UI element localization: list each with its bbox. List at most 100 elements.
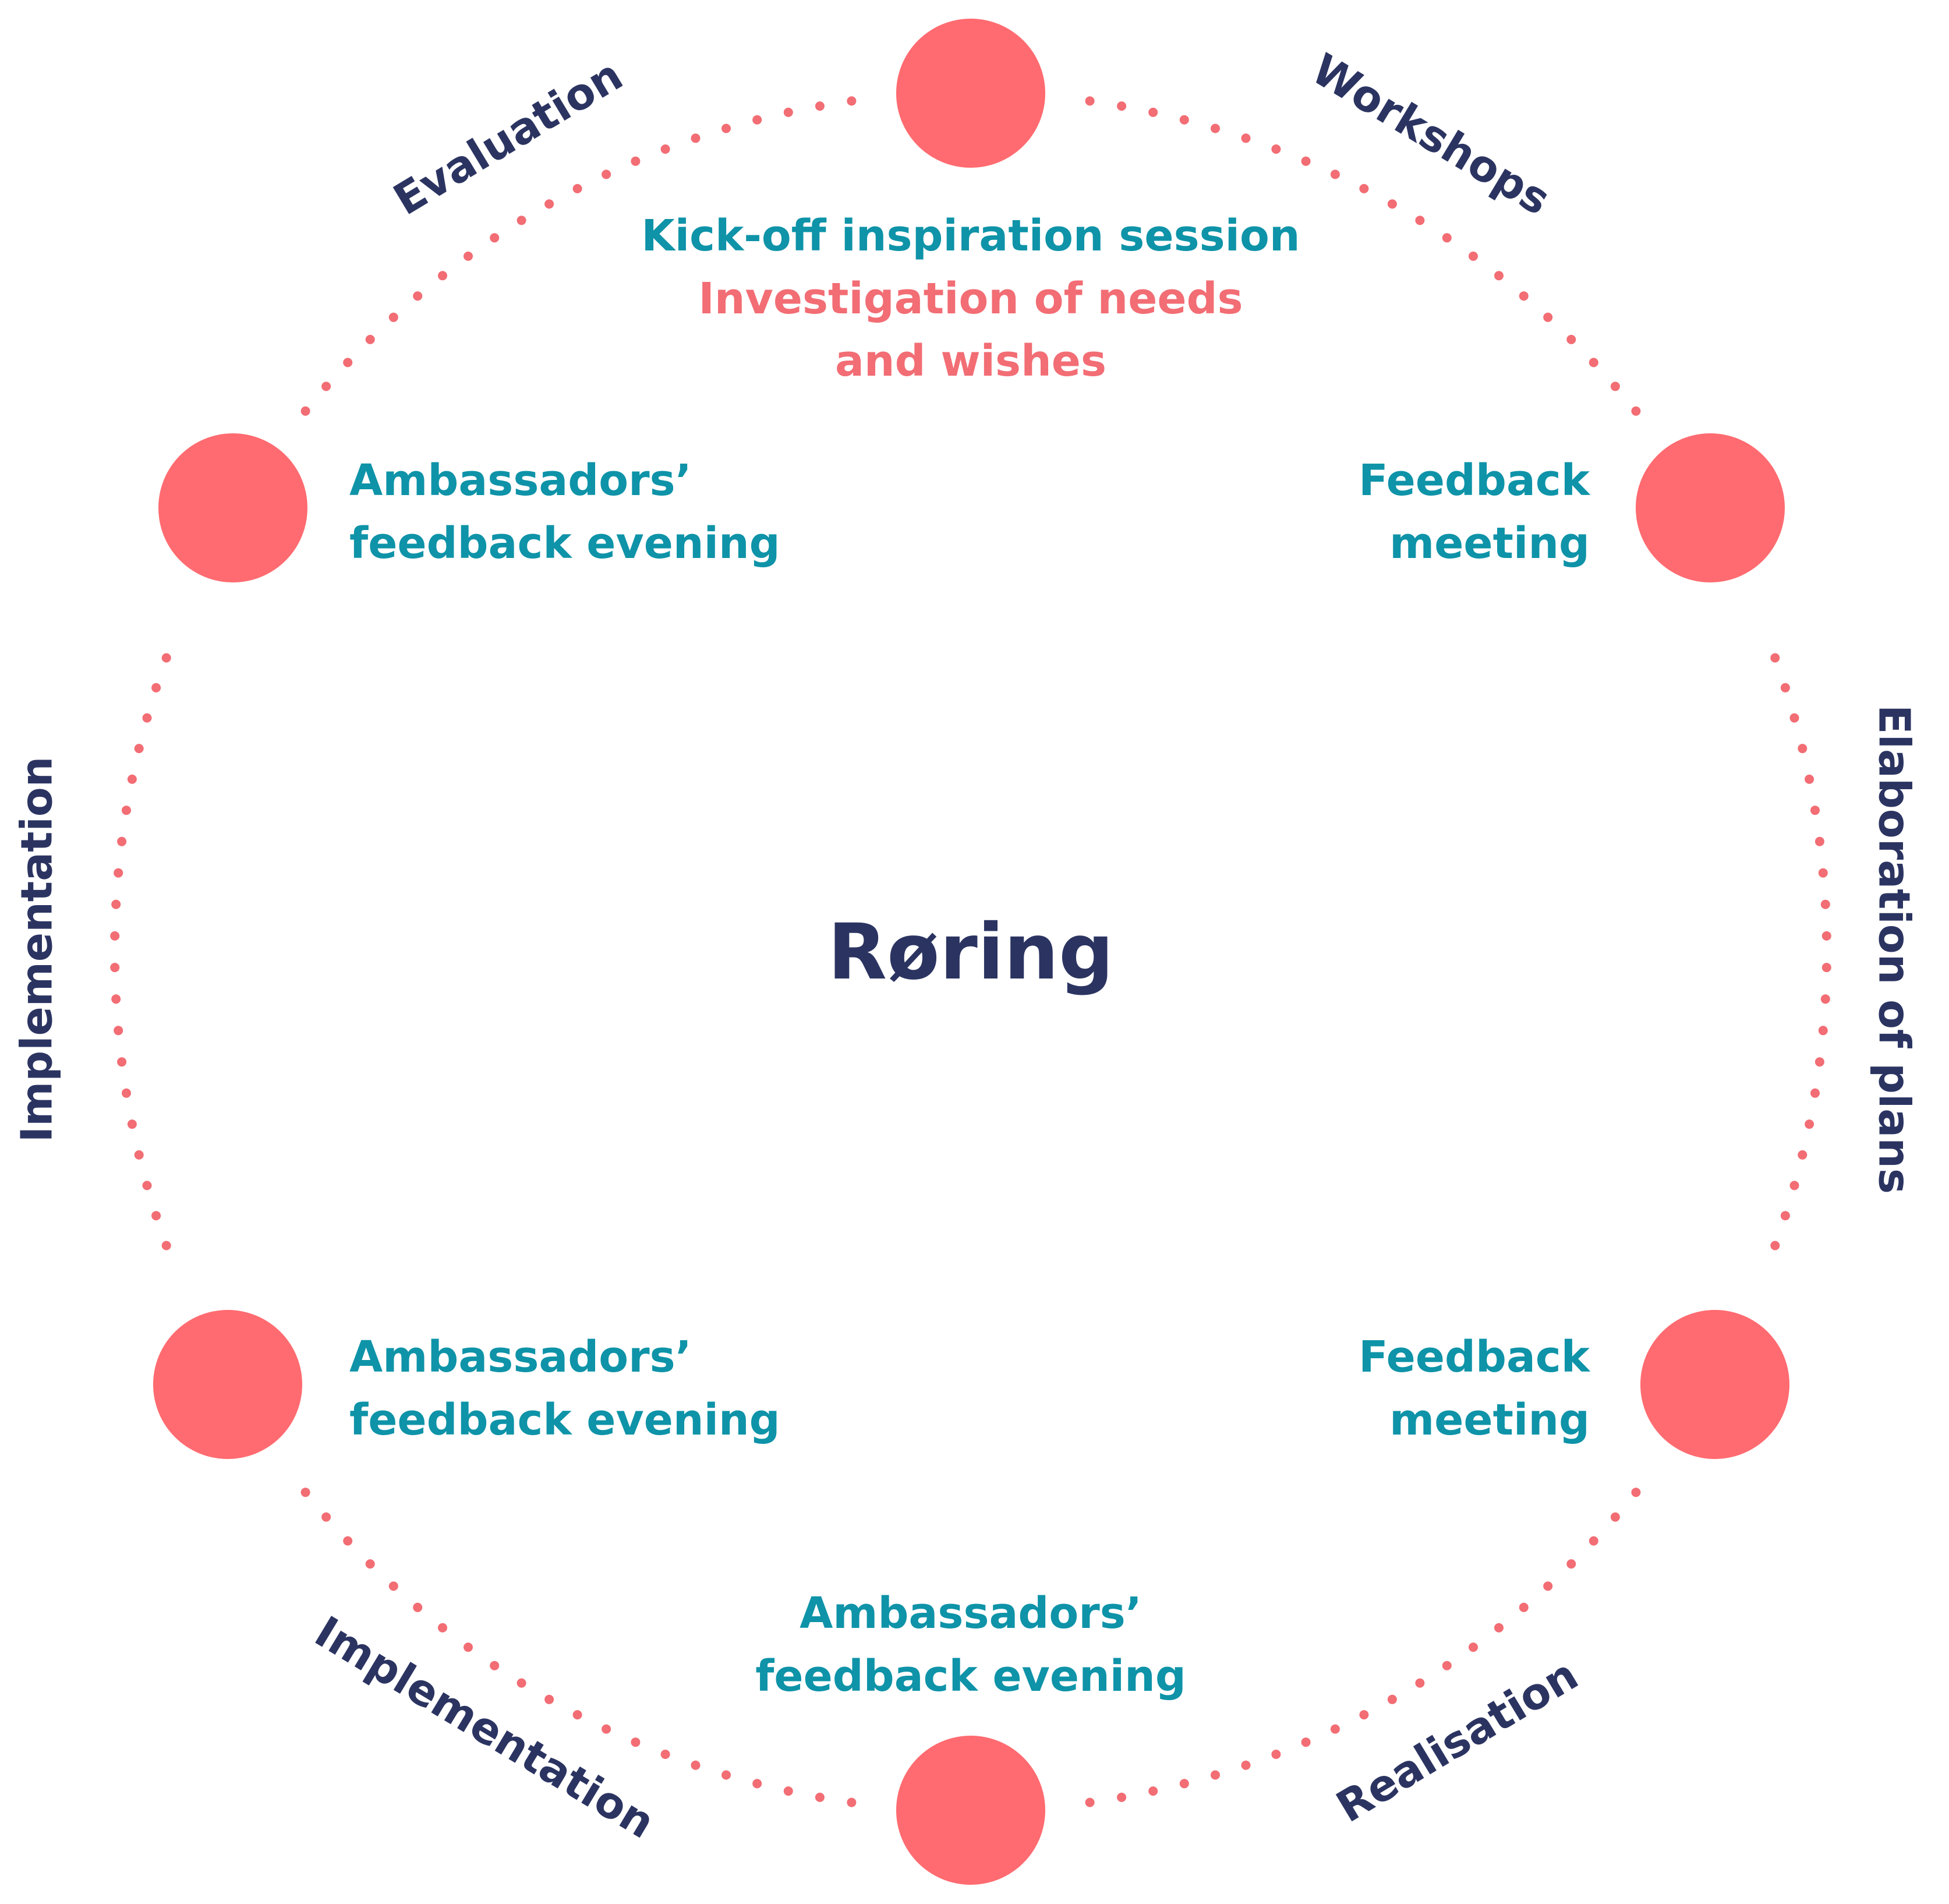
cycle-dot: [111, 899, 121, 909]
phase-realisation-label: Realisation: [1328, 1649, 1587, 1832]
cycle-dot: [631, 1737, 641, 1747]
cycle-dot: [660, 1750, 670, 1759]
cycle-dot: [1330, 1724, 1340, 1734]
cycle-dot: [544, 1694, 554, 1704]
cycle-dot: [815, 1792, 825, 1802]
cycle-dot: [365, 334, 375, 344]
node-bottom-left-circle: [153, 1310, 302, 1459]
cycle-dot: [752, 115, 762, 125]
cycle-dot: [1387, 1694, 1397, 1704]
cycle-dot: [660, 144, 670, 154]
cycle-dot: [1770, 1241, 1780, 1251]
cycle-dot: [1818, 868, 1828, 878]
cycle-dot: [1117, 101, 1127, 111]
cycle-dot: [1543, 1581, 1553, 1591]
cycle-dot: [1810, 806, 1820, 815]
feedback-label-line2: meeting: [1389, 518, 1590, 568]
cycle-dot: [343, 1536, 353, 1546]
cycle-dot: [1117, 1792, 1127, 1802]
cycle-dot: [114, 868, 123, 878]
cycle-dot: [161, 653, 171, 663]
cycle-dot: [721, 123, 731, 133]
cycle-dot: [783, 107, 793, 117]
cycle-dot: [111, 994, 121, 1004]
cycle-dot: [151, 683, 161, 693]
cycle-dot: [122, 1088, 131, 1098]
cycle-dot: [464, 251, 473, 261]
cycle-dot: [1610, 1512, 1620, 1522]
cycle-dot: [1469, 251, 1478, 261]
investigation-label-line2: and wishes: [835, 336, 1106, 386]
cycle-dot: [413, 1602, 423, 1612]
ambassadors-label-line1: Ambassadors’: [349, 455, 692, 506]
cycle-dot: [1789, 1181, 1799, 1191]
cycle-dot: [110, 931, 120, 941]
cycle-dot: [1442, 233, 1452, 243]
node-top-right-label: Feedback meeting: [1359, 455, 1591, 568]
cycle-dot: [127, 774, 137, 784]
feedback-label-line1: Feedback: [1359, 455, 1591, 506]
cycle-dot: [1631, 1488, 1641, 1497]
cycle-dot: [1631, 406, 1641, 416]
phase-evaluation-label: Evaluation: [385, 50, 631, 225]
cycle-dot: [1780, 683, 1790, 693]
cycle-dot: [1770, 653, 1780, 663]
center-title: Røring: [827, 907, 1113, 997]
cycle-dot: [1814, 836, 1824, 846]
dotted-cycle-path: [110, 96, 1831, 1807]
cycle-dot: [1271, 144, 1281, 154]
cycle-dot: [1805, 1119, 1814, 1129]
phase-workshops-label: Workshops: [1303, 44, 1559, 225]
cycle-dot: [1566, 334, 1576, 344]
ambassadors-label-line1: Ambassadors’: [349, 1332, 692, 1382]
milestone-nodes: [153, 19, 1789, 1885]
cycle-dot: [388, 1581, 398, 1591]
node-top-circle: [896, 19, 1045, 168]
cycle-dot: [343, 358, 353, 368]
cycle-dot: [1519, 1602, 1529, 1612]
cycle-dot: [1271, 1750, 1281, 1759]
cycle-dot: [572, 183, 582, 193]
cycle-dot: [1241, 133, 1251, 143]
feedback-label-line2: meeting: [1389, 1395, 1590, 1445]
cycle-dot: [691, 1760, 701, 1770]
feedback-label-line1: Feedback: [1359, 1332, 1591, 1382]
cycle-dot: [1814, 1057, 1824, 1067]
cycle-dot: [1469, 1642, 1478, 1652]
cycle-dot: [1820, 899, 1830, 909]
node-bottom-left-label: Ambassadors’ feedback evening: [349, 1332, 780, 1445]
cycle-dot: [752, 1779, 762, 1789]
cycle-dot: [783, 1786, 793, 1796]
cycle-dot: [490, 1661, 500, 1670]
cycle-dot: [413, 291, 423, 301]
cycle-dot: [1780, 1211, 1790, 1221]
cycle-dot: [691, 133, 701, 143]
cycle-dot: [602, 169, 611, 179]
cycle-dot: [1211, 123, 1220, 133]
cycle-dot: [142, 713, 152, 723]
cycle-dot: [721, 1770, 731, 1780]
ambassadors-label-line2: feedback evening: [349, 1395, 780, 1445]
cycle-dot: [321, 1512, 331, 1522]
cycle-dot: [161, 1241, 171, 1251]
cycle-dot: [1494, 271, 1504, 281]
cycle-dot: [300, 406, 310, 416]
phase-implementation-left-label: Implementation: [12, 757, 62, 1143]
node-bottom-label: Ambassadors’ feedback evening: [755, 1588, 1186, 1701]
cycle-dot: [1415, 216, 1425, 225]
cycle-dot: [1589, 358, 1598, 368]
cycle-dot: [631, 156, 641, 166]
cycle-dot: [815, 101, 825, 111]
node-top-label: Kick-off inspiration session Investigati…: [641, 211, 1300, 386]
node-bottom-right-label: Feedback meeting: [1359, 1332, 1591, 1445]
cycle-dot: [1442, 1661, 1452, 1670]
cycle-dot: [1494, 1623, 1504, 1633]
node-bottom-right-circle: [1640, 1310, 1789, 1459]
cycle-dot: [127, 1119, 137, 1129]
cycle-dot: [1148, 107, 1158, 117]
cycle-dot: [1821, 963, 1831, 973]
cycle-dot: [114, 1026, 123, 1036]
cycle-dot: [1589, 1536, 1598, 1546]
cycle-dot: [1610, 381, 1620, 391]
cycle-dot: [1148, 1786, 1158, 1796]
